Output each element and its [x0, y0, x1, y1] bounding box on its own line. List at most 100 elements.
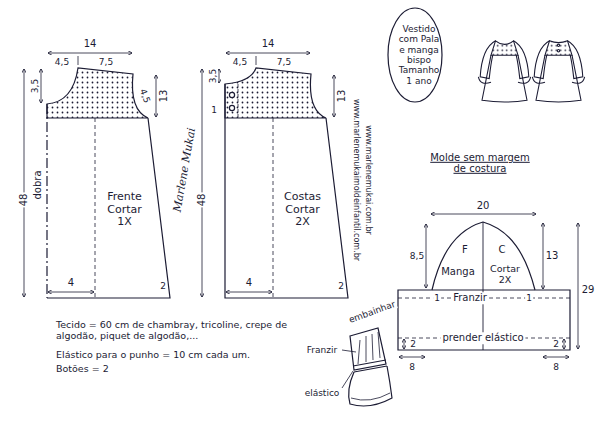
note-text: Botões = 2 — [55, 364, 110, 375]
dimension-label: 4,5 — [54, 57, 70, 67]
dimension-label: 8 — [408, 362, 416, 372]
cloud-outline — [387, 7, 443, 103]
note-text: Tecido = 60 cm de chambray, tricoline, c… — [55, 320, 307, 341]
back-skirt — [225, 84, 348, 298]
signature: Marlene Mukai — [171, 126, 198, 214]
dimension-line — [431, 214, 536, 215]
dimension-line — [564, 339, 565, 349]
watermark: www.marlenemukaimoldeinfantil.com.br — [352, 98, 361, 262]
dimension-label: 13 — [336, 89, 347, 104]
gather-line — [95, 118, 96, 298]
sleeve-cap — [432, 222, 535, 290]
dimension-line — [426, 224, 427, 288]
piece-label: C — [499, 244, 506, 256]
placket-line — [238, 84, 239, 118]
callout-label: embainhar — [346, 299, 397, 326]
dimension-line — [202, 69, 203, 297]
dimension-label: 4 — [245, 277, 253, 288]
text-block: Vestido com Pala e manga bispo Tamanho 1… — [395, 24, 443, 86]
dimension-label: 2 — [159, 281, 167, 291]
dress-cuff — [572, 77, 585, 83]
dimension-label: 1 — [433, 293, 441, 303]
dimension-line — [543, 223, 544, 289]
dimension-label: 48 — [196, 193, 207, 208]
piece-label: Franzir — [451, 292, 489, 304]
dimension-label: 13 — [545, 250, 560, 261]
dimension-line — [48, 53, 132, 54]
pattern-piece: Costas Cortar 2X — [278, 187, 323, 233]
front-yoke — [47, 68, 148, 118]
dimension-label: 7,5 — [276, 57, 292, 67]
gather-line — [273, 118, 274, 298]
dimension-label: 3,5 — [30, 78, 40, 94]
pattern-piece: FCMangaCortar 2XFranzirprender elástico — [398, 222, 570, 350]
watermark: www.marlenemukai.com.br — [364, 124, 373, 236]
piece-label: Vestido com Pala e manga bispo Tamanho 1… — [395, 24, 443, 86]
tick-line — [78, 56, 79, 65]
piece-label: Costas Cortar 2X — [282, 191, 323, 229]
leader-line — [342, 350, 356, 352]
dimension-line — [404, 339, 405, 349]
dimension-label: 14 — [83, 38, 98, 49]
fold-line — [46, 104, 47, 298]
dress-yoke — [545, 41, 572, 55]
dimension-line — [578, 223, 579, 349]
dimension-line — [48, 292, 94, 293]
cloud-outline — [388, 8, 442, 102]
title-cloud: Vestido com Pala e manga bispo Tamanho 1… — [387, 7, 443, 103]
pattern-piece: Frente Cortar 1X — [101, 187, 144, 233]
text-block: Costas Cortar 2X — [282, 191, 323, 229]
dimension-line — [543, 357, 569, 358]
fold-label: dobra — [32, 169, 43, 200]
dress-yoke — [491, 41, 518, 55]
dimension-label: 4,5 — [232, 57, 248, 67]
dimension-line — [399, 357, 425, 358]
dimension-line — [226, 292, 272, 293]
dimension-line — [156, 75, 157, 117]
cuff-ruffle — [349, 366, 392, 406]
dress-sketch — [478, 41, 584, 102]
dimension-line — [334, 75, 335, 117]
tick-line — [256, 56, 257, 65]
note-text: Molde sem margem de costura — [424, 152, 536, 174]
button — [229, 92, 234, 97]
text-block: Frente Cortar 1X — [105, 191, 144, 229]
dimension-label: 4 — [67, 277, 75, 288]
dimension-label: 8,5 — [409, 251, 425, 261]
dimension-line — [41, 69, 42, 103]
dimension-label: 14 — [261, 38, 276, 49]
dimension-label: 20 — [476, 200, 491, 211]
dress-skirt — [536, 55, 581, 102]
dress-cuff — [518, 77, 531, 83]
back-yoke — [225, 68, 326, 118]
piece-label: Manga — [441, 266, 475, 278]
piece-label: F — [462, 244, 468, 256]
gather-marks — [358, 332, 380, 364]
callout-label: elástico — [304, 388, 341, 398]
dimension-label: 29 — [581, 284, 596, 295]
button — [557, 50, 559, 52]
dimension-label: 7,5 — [98, 57, 114, 67]
dimension-label: 1 — [525, 293, 533, 303]
button — [557, 44, 559, 46]
piece-label: prender elástico — [440, 332, 525, 344]
hem-line — [351, 393, 390, 400]
elastic-band — [353, 360, 387, 372]
dress-skirt — [482, 55, 527, 102]
dimension-label: 1 — [210, 105, 218, 115]
dimension-label: 2 — [552, 339, 560, 349]
dimension-label: 4,5 — [137, 87, 152, 106]
sleeve-band — [398, 290, 570, 350]
dimension-label: 13 — [158, 89, 169, 104]
dimension-line — [24, 69, 25, 297]
dimension-label: 2 — [409, 339, 417, 349]
dimension-label: 8 — [552, 362, 560, 372]
leader-line — [342, 371, 353, 388]
center-line — [483, 222, 484, 350]
dimension-line — [226, 53, 310, 54]
dress-cuff — [532, 77, 545, 83]
dress-cuff — [478, 77, 491, 83]
dimension-line — [219, 69, 220, 83]
button — [229, 105, 234, 110]
dimension-label: 2 — [337, 281, 345, 291]
